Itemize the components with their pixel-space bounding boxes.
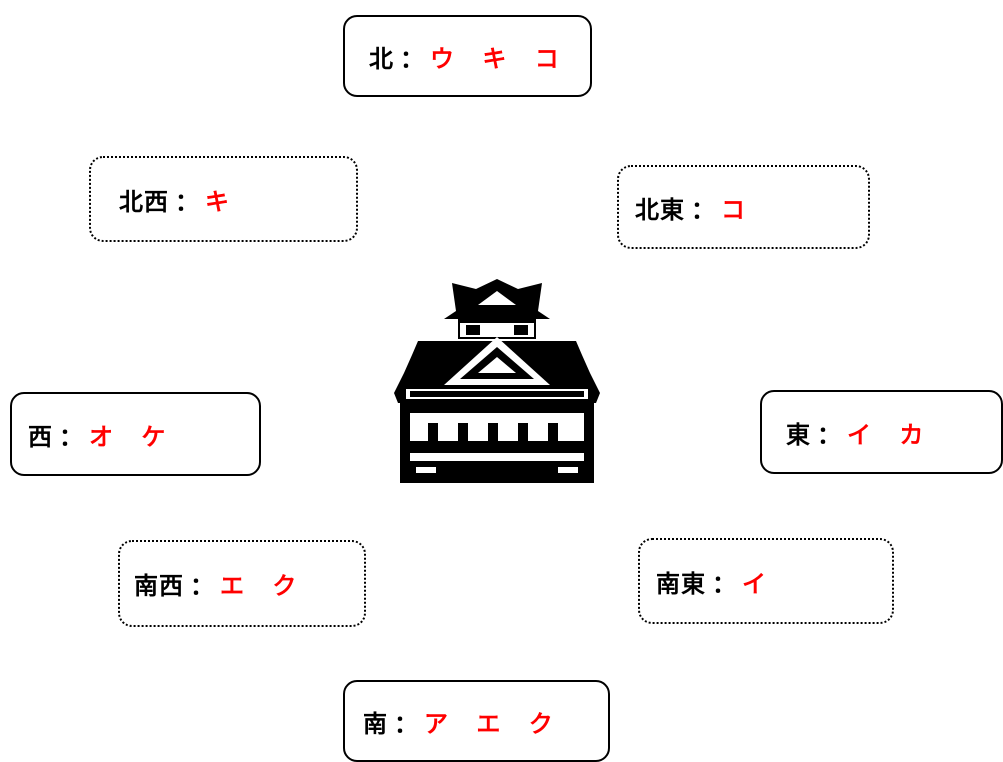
direction-answers: イ	[742, 569, 768, 598]
direction-answers: オ ケ	[89, 422, 168, 451]
direction-box-east: 東：イ カ	[760, 390, 1003, 474]
direction-box-west: 西：オ ケ	[10, 392, 261, 476]
direction-label: 南東	[656, 569, 706, 598]
castle-icon	[386, 277, 608, 483]
direction-box-northwest: 北西：キ	[89, 156, 358, 242]
direction-box-south: 南：ア エ ク	[343, 680, 610, 762]
separator: ：	[190, 572, 214, 600]
separator: ：	[712, 569, 736, 598]
direction-box-southeast: 南東：イ	[638, 538, 894, 624]
direction-label: 北	[369, 44, 394, 73]
separator: ：	[400, 44, 424, 73]
direction-answers: ア エ ク	[424, 709, 555, 738]
direction-answers: コ	[721, 195, 747, 224]
direction-box-southwest: 南西：エ ク	[118, 540, 366, 627]
direction-label: 北東	[635, 195, 685, 224]
separator: ：	[691, 195, 715, 224]
direction-answers: エ ク	[220, 572, 299, 600]
separator: ：	[175, 187, 199, 216]
direction-label: 北西	[119, 187, 169, 216]
direction-box-northeast: 北東：コ	[617, 165, 870, 249]
direction-label: 東	[786, 420, 811, 449]
direction-label: 南	[363, 709, 388, 738]
direction-answers: キ	[205, 187, 231, 216]
direction-answers: イ カ	[847, 420, 926, 449]
separator: ：	[59, 422, 83, 451]
direction-label: 西	[28, 422, 53, 451]
direction-label: 南西	[134, 572, 184, 600]
direction-answers: ウ キ コ	[430, 44, 561, 73]
direction-box-north: 北：ウ キ コ	[343, 15, 592, 97]
separator: ：	[394, 709, 418, 738]
separator: ：	[817, 420, 841, 449]
